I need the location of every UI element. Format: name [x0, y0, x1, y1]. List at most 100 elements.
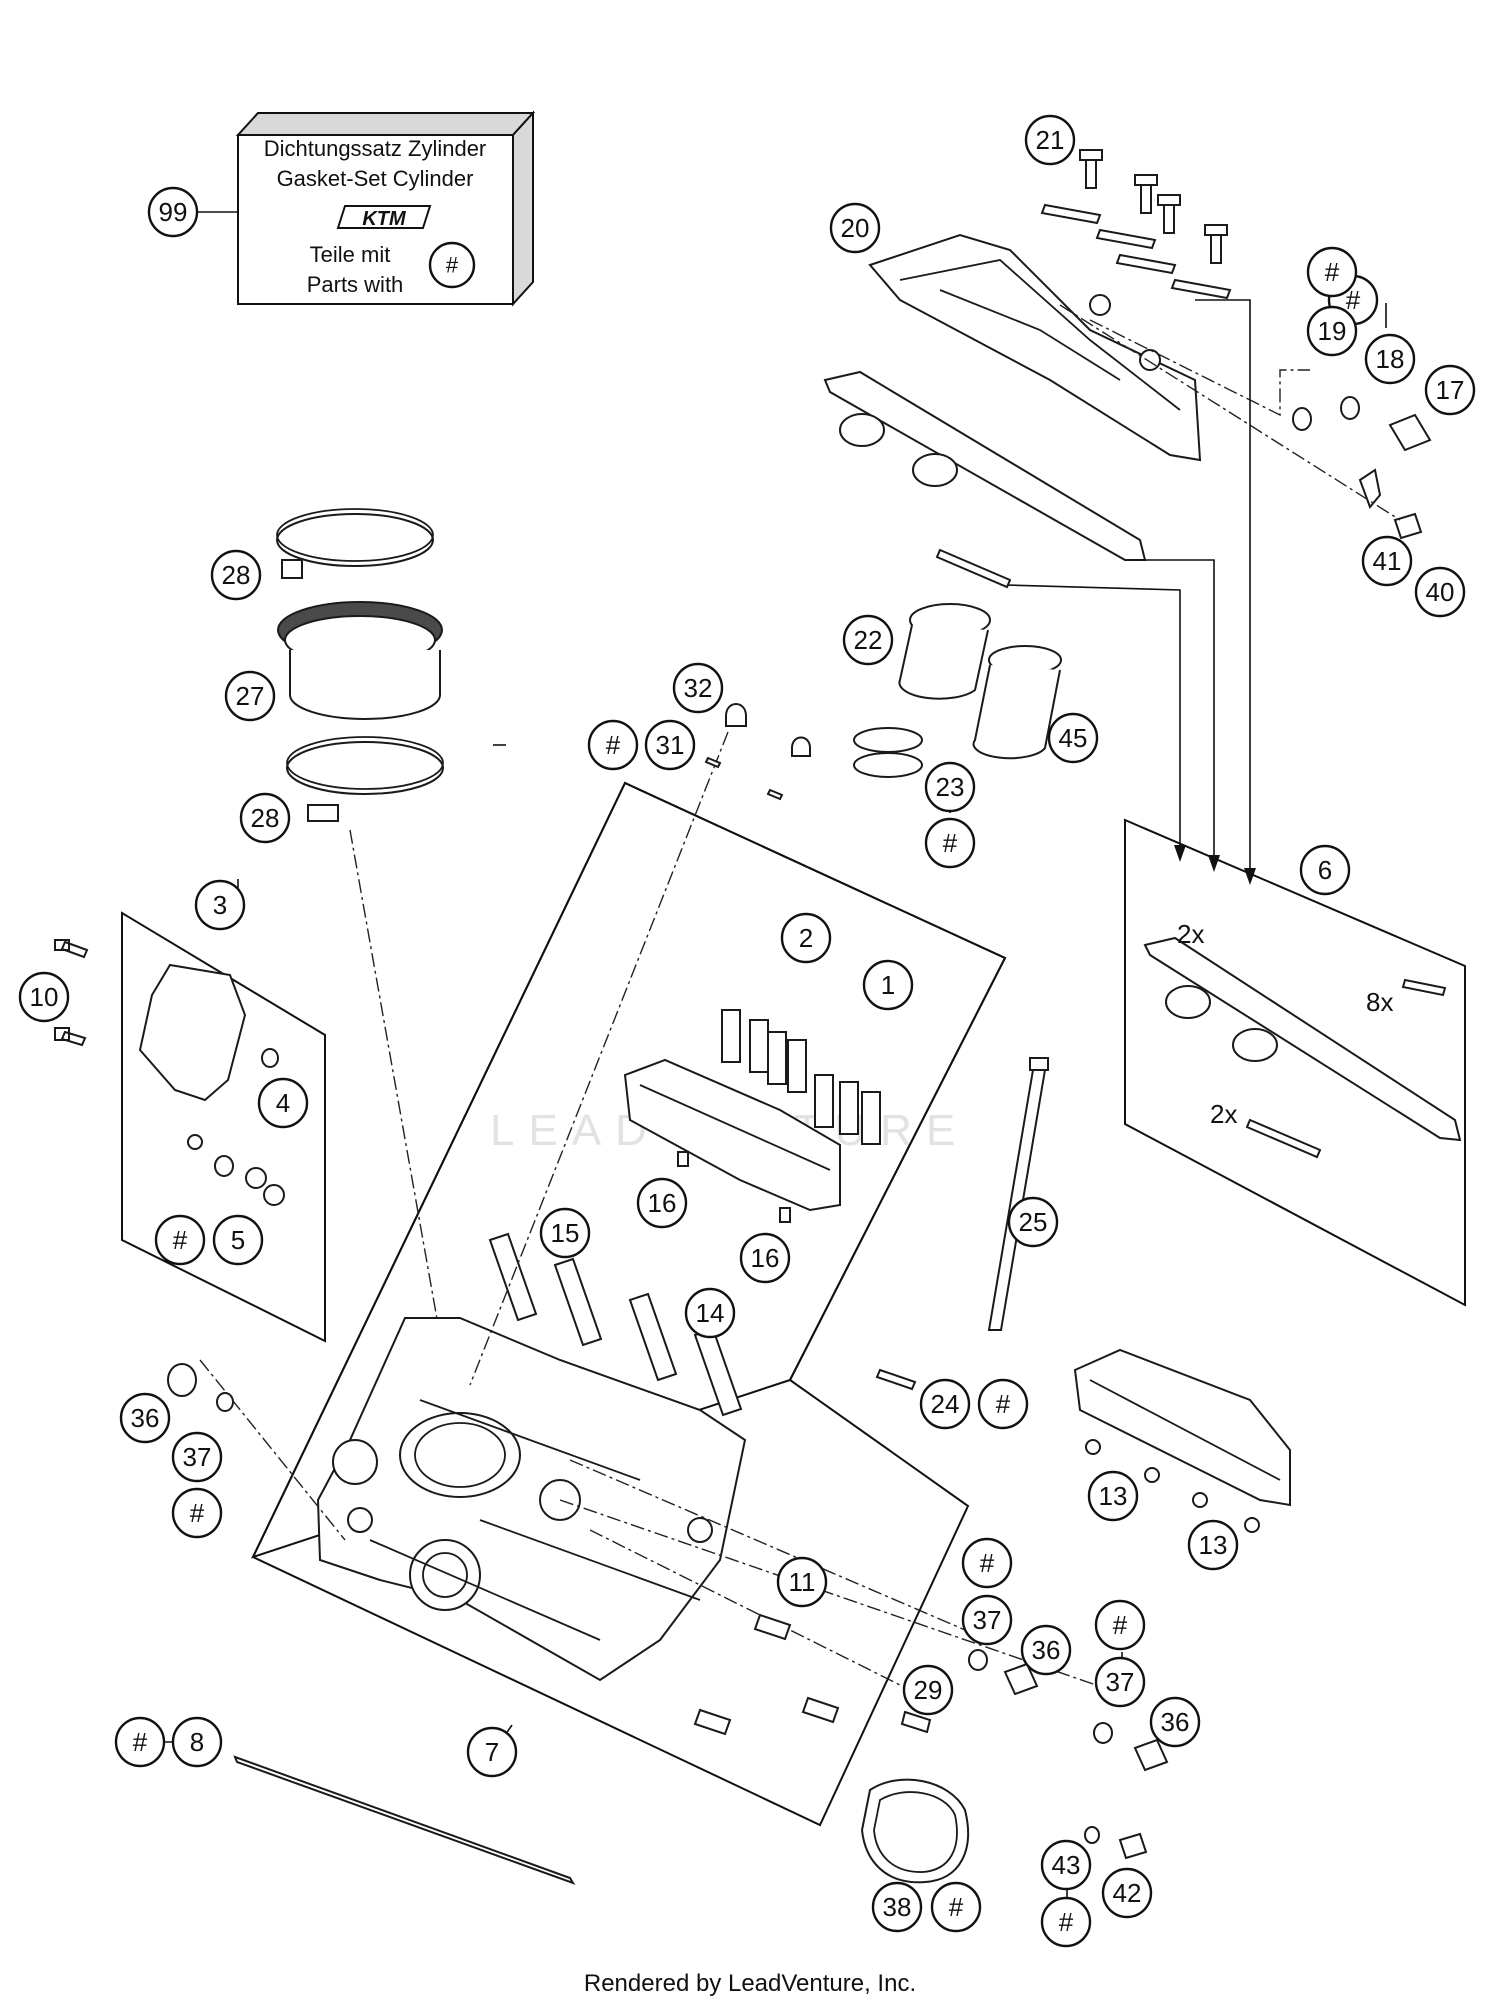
cover-seals — [1040, 203, 1232, 300]
valve-guides — [488, 1232, 743, 1417]
callout-16a[interactable]: 16 — [636, 1177, 688, 1229]
callout-13a[interactable]: 13 — [1087, 1470, 1139, 1522]
callout-38-hash[interactable]: # — [930, 1881, 982, 1933]
bolts-2 — [721, 1009, 881, 1145]
callout-4[interactable]: 4 — [257, 1077, 309, 1129]
callout-22[interactable]: 22 — [842, 614, 894, 666]
footer-text: Rendered by LeadVenture, Inc. — [583, 1970, 917, 1997]
kit-title-en: Gasket-Set Cylinder — [277, 166, 474, 191]
callout-25[interactable]: 25 — [1007, 1196, 1059, 1248]
callout-17[interactable]: 17 — [1424, 364, 1476, 416]
dowel-a — [753, 1613, 792, 1641]
gasket-plug-2 — [912, 453, 958, 487]
callout-5[interactable]: 5 — [212, 1214, 264, 1266]
bolt-40 — [1393, 512, 1423, 540]
callout-37b-hash[interactable]: # — [961, 1537, 1013, 1589]
svg-text:#: # — [943, 828, 958, 858]
oring-5b — [263, 1184, 285, 1206]
callout-36a[interactable]: 36 — [119, 1392, 171, 1444]
svg-text:20: 20 — [841, 213, 870, 243]
callout-3[interactable]: 3 — [194, 879, 246, 931]
plug-13a — [1085, 1439, 1101, 1455]
svg-text:16: 16 — [751, 1243, 780, 1273]
seal-ring-19 — [1292, 407, 1312, 431]
callout-38[interactable]: 38 — [871, 1881, 923, 1933]
svg-text:#: # — [1346, 285, 1361, 315]
seal-ring-18 — [1340, 396, 1360, 420]
callout-1[interactable]: 1 — [862, 959, 914, 1011]
plug-13b — [1144, 1467, 1160, 1483]
cover-bolts — [1079, 149, 1228, 264]
clip-31b — [766, 788, 784, 801]
ktm-logo-text: KTM — [362, 208, 407, 230]
callout-24[interactable]: 24 — [919, 1378, 971, 1430]
screw-10a — [54, 939, 89, 959]
cap-32 — [725, 703, 747, 727]
callout-27[interactable]: 27 — [224, 670, 276, 722]
gasket-38 — [860, 1778, 970, 1884]
callout-32[interactable]: 32 — [672, 662, 724, 714]
callout-18[interactable]: 18 — [1364, 333, 1416, 385]
clip-31 — [704, 756, 722, 769]
callout-37c[interactable]: 37 — [1094, 1656, 1146, 1708]
callout-37c-hash[interactable]: # — [1094, 1599, 1146, 1651]
callout-5-hash[interactable]: # — [154, 1214, 206, 1266]
callout-37b[interactable]: 37 — [961, 1594, 1013, 1646]
callout-6[interactable]: 6 — [1299, 844, 1351, 896]
callout-8-hash[interactable]: # — [114, 1716, 166, 1768]
callout-37a-hash[interactable]: # — [171, 1487, 223, 1539]
svg-text:21: 21 — [1036, 125, 1065, 155]
qty-2x-ring: 2x — [1210, 1099, 1237, 1129]
callout-24-hash[interactable]: # — [977, 1378, 1029, 1430]
cylinder-head — [316, 1317, 747, 1682]
callout-99[interactable]: 99 — [147, 186, 199, 238]
svg-text:11: 11 — [789, 1567, 816, 1597]
callout-31[interactable]: 31 — [644, 719, 696, 771]
svg-text:#: # — [1325, 257, 1340, 287]
callout-28b[interactable]: 28 — [239, 792, 291, 844]
cylinder-head-frame — [251, 781, 1007, 1827]
callout-36b[interactable]: 36 — [1020, 1624, 1072, 1676]
callout-36c[interactable]: 36 — [1149, 1696, 1201, 1748]
callout-19[interactable]: 19 — [1306, 305, 1358, 357]
svg-text:5: 5 — [231, 1225, 245, 1255]
callout-14[interactable]: 14 — [684, 1287, 736, 1339]
callout-31-hash[interactable]: # — [587, 719, 639, 771]
callout-2[interactable]: 2 — [780, 912, 832, 964]
callout-23-hash[interactable]: # — [924, 817, 976, 869]
callout-11[interactable]: 11 — [776, 1556, 828, 1608]
callout-40[interactable]: 40 — [1414, 566, 1466, 618]
callout-13b[interactable]: 13 — [1187, 1519, 1239, 1571]
callout-20[interactable]: 20 — [829, 202, 881, 254]
clamp-upper — [276, 508, 434, 579]
callout-42[interactable]: 42 — [1101, 1867, 1153, 1919]
callout-37a[interactable]: 37 — [171, 1431, 223, 1483]
filter-45 — [972, 645, 1062, 760]
gasket-set-frame — [1124, 818, 1466, 1307]
callout-28a[interactable]: 28 — [210, 549, 262, 601]
head-gasket-8 — [233, 1755, 576, 1885]
callout-29[interactable]: 29 — [902, 1664, 954, 1716]
callout-45[interactable]: 45 — [1047, 712, 1099, 764]
callout-23[interactable]: 23 — [924, 761, 976, 813]
svg-text:#: # — [980, 1548, 995, 1578]
oring-5a — [245, 1167, 267, 1189]
callout-21[interactable]: 21 — [1024, 114, 1076, 166]
washer-37c — [1093, 1722, 1113, 1744]
svg-text:#: # — [133, 1727, 148, 1757]
callout-15[interactable]: 15 — [539, 1207, 591, 1259]
svg-text:37: 37 — [183, 1442, 212, 1472]
oring-23a — [853, 727, 923, 753]
svg-text:3: 3 — [213, 890, 227, 920]
callout-8[interactable]: 8 — [171, 1716, 223, 1768]
callout-10[interactable]: 10 — [18, 971, 70, 1023]
callout-19-hash[interactable]: # — [1306, 246, 1358, 298]
callout-41[interactable]: 41 — [1361, 535, 1413, 587]
callout-43[interactable]: 43 — [1040, 1839, 1092, 1891]
callout-16b[interactable]: 16 — [739, 1232, 791, 1284]
callout-7[interactable]: 7 — [466, 1726, 518, 1778]
svg-text:19: 19 — [1318, 316, 1347, 346]
nut-5a — [214, 1155, 234, 1177]
callout-43-hash[interactable]: # — [1040, 1896, 1092, 1948]
